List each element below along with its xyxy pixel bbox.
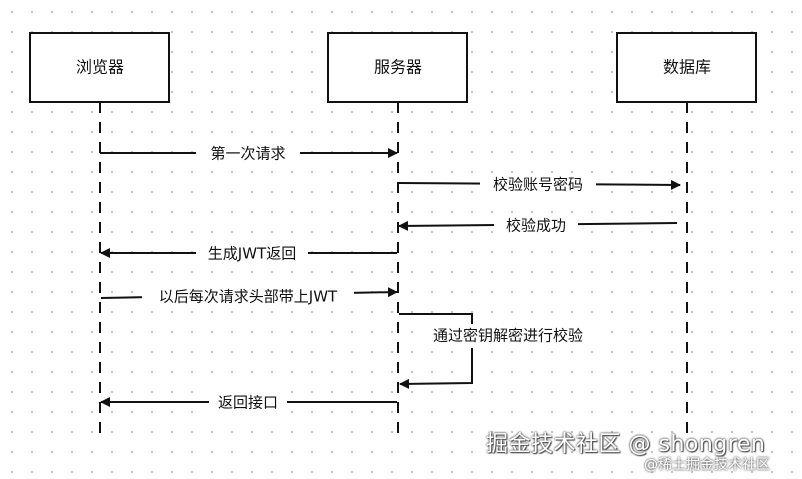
message-return-api-label: 返回接口 bbox=[218, 394, 278, 412]
message-decrypt-verify: 通过密钥解密进行校验 bbox=[399, 313, 594, 389]
message-send-jwt-header: 以后每次请求头部带上JWT bbox=[100, 285, 398, 307]
actor-server: 服务器 bbox=[327, 32, 468, 103]
message-return-jwt-label: 生成JWT返回 bbox=[208, 245, 296, 263]
message-return-api: 返回接口 bbox=[100, 391, 397, 413]
message-verify-credentials-label: 校验账号密码 bbox=[493, 176, 583, 194]
message-decrypt-verify-arrow bbox=[399, 313, 473, 389]
message-send-jwt-header-label: 以后每次请求头部带上JWT bbox=[159, 288, 338, 306]
actor-database-label: 数据库 bbox=[663, 58, 711, 77]
actor-database: 数据库 bbox=[616, 32, 757, 103]
watermark-main: 掘金技术社区 @ shongren bbox=[486, 432, 766, 457]
message-first-request-label: 第一次请求 bbox=[210, 145, 285, 163]
message-return-jwt: 生成JWT返回 bbox=[100, 242, 397, 264]
message-decrypt-verify-label: 通过密钥解密进行校验 bbox=[433, 327, 583, 345]
actor-browser: 浏览器 bbox=[29, 32, 170, 103]
watermark-sub: @稀土掘金技术社区 bbox=[644, 457, 770, 473]
actor-browser-label: 浏览器 bbox=[76, 58, 124, 77]
message-first-request: 第一次请求 bbox=[100, 142, 398, 164]
actor-server-label: 服务器 bbox=[374, 58, 422, 77]
message-verify-success-label: 校验成功 bbox=[506, 217, 566, 235]
message-verify-success: 校验成功 bbox=[398, 214, 678, 236]
message-verify-credentials: 校验账号密码 bbox=[398, 173, 681, 195]
